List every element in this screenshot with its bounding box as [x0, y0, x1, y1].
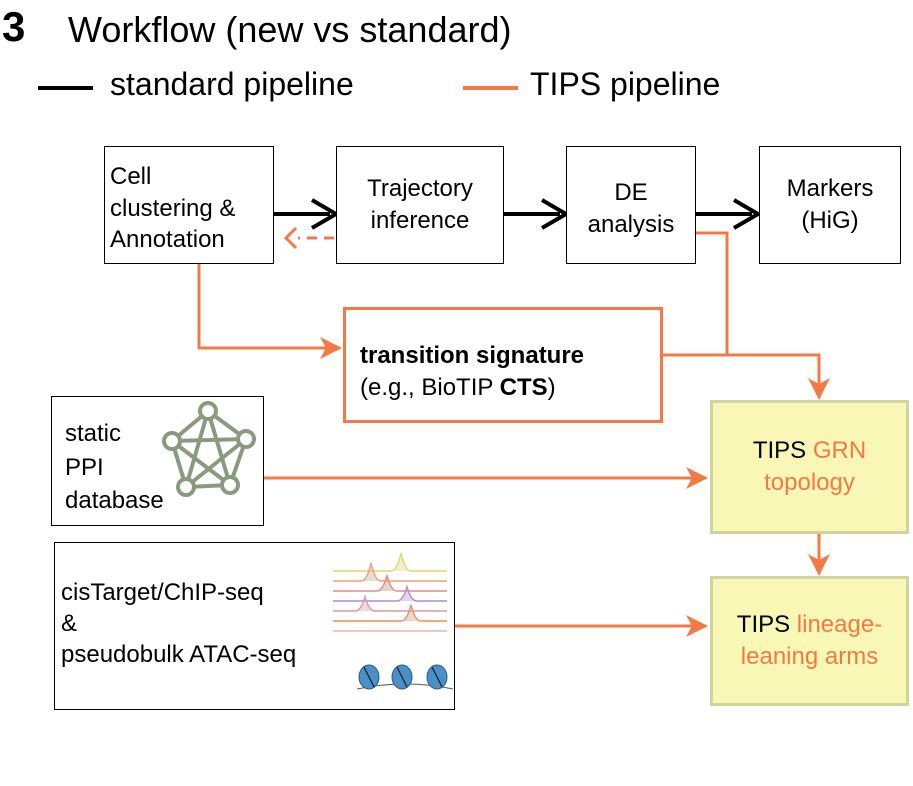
transition-signature-suffix: ): [547, 374, 556, 402]
legend-tips-line: [463, 86, 518, 90]
trajectory-line-2: inference: [370, 207, 470, 234]
peak-tracks-icon: [333, 552, 447, 632]
tips-grn-prefix: TIPS: [752, 436, 813, 464]
arrow-transition-to-grn: [663, 353, 830, 400]
markers-line-2: (HiG): [801, 206, 859, 234]
legend-standard-line: [38, 86, 93, 90]
markers-box: Markers (HiG): [759, 146, 901, 264]
trajectory-line-1: Trajectory: [367, 175, 473, 203]
de-analysis-box: DE analysis: [566, 146, 696, 264]
cistarget-box: cisTarget/ChIP-seq & pseudobulk ATAC-seq: [54, 542, 455, 710]
static-ppi-box: static PPI database: [51, 396, 264, 526]
cell-clustering-box: Cell clustering & Annotation: [104, 146, 274, 264]
tips-grn-line-1: TIPS GRN: [753, 435, 866, 467]
tips-grn-line-2: topology: [764, 469, 855, 496]
tips-lineage-line-1: TIPS lineage-: [737, 609, 882, 641]
legend-tips-label: TIPS pipeline: [530, 66, 721, 102]
panel-number: 3: [2, 3, 26, 50]
network-graph-icon: [162, 401, 256, 497]
arrow-clustering-to-transition: [197, 263, 342, 359]
arrow-trajectory-back-head: [283, 226, 298, 250]
cell-clustering-line-3: Annotation: [110, 226, 225, 254]
tips-lineage-arms-box: TIPS lineage- leaning arms: [710, 576, 909, 706]
ppi-line-3: database: [65, 487, 164, 515]
cistarget-line-1: cisTarget/ChIP-seq: [61, 579, 264, 606]
panel-title: Workflow (new vs standard): [68, 9, 512, 50]
ppi-line-1: static: [65, 420, 122, 447]
tips-grn-highlight: GRN: [812, 436, 867, 464]
transition-signature-example: (e.g., BioTIP CTS): [360, 372, 660, 404]
cistarget-line-3: pseudobulk ATAC-seq: [61, 641, 297, 669]
transition-signature-box: transition signature (e.g., BioTIP CTS): [343, 307, 663, 423]
chromatin-accessibility-icon: [357, 664, 453, 690]
tips-arrows: [197, 226, 830, 637]
tips-lineage-highlight: lineage-: [796, 610, 883, 638]
cistarget-line-2: &: [61, 610, 78, 638]
arrow-de-to-grn: [695, 231, 729, 355]
de-line-2: analysis: [587, 210, 675, 238]
tips-grn-topology-box: TIPS GRN topology: [710, 400, 909, 534]
cell-clustering-line-1: Cell: [110, 163, 152, 190]
transition-signature-title: transition signature: [360, 342, 585, 369]
tips-lineage-line-2: leaning arms: [740, 643, 879, 670]
tips-lineage-prefix: TIPS: [736, 610, 797, 638]
legend-standard-label: standard pipeline: [110, 66, 354, 102]
arrow-de-to-markers-head: [732, 198, 762, 230]
transition-signature-prefix: (e.g., BioTIP: [360, 374, 500, 402]
trajectory-inference-box: Trajectory inference: [336, 146, 504, 264]
cell-clustering-line-2: clustering &: [110, 194, 236, 222]
markers-line-1: Markers: [786, 175, 874, 202]
transition-signature-cts: CTS: [499, 374, 548, 402]
ppi-line-2: PPI: [65, 453, 104, 481]
de-line-1: DE: [614, 179, 648, 206]
